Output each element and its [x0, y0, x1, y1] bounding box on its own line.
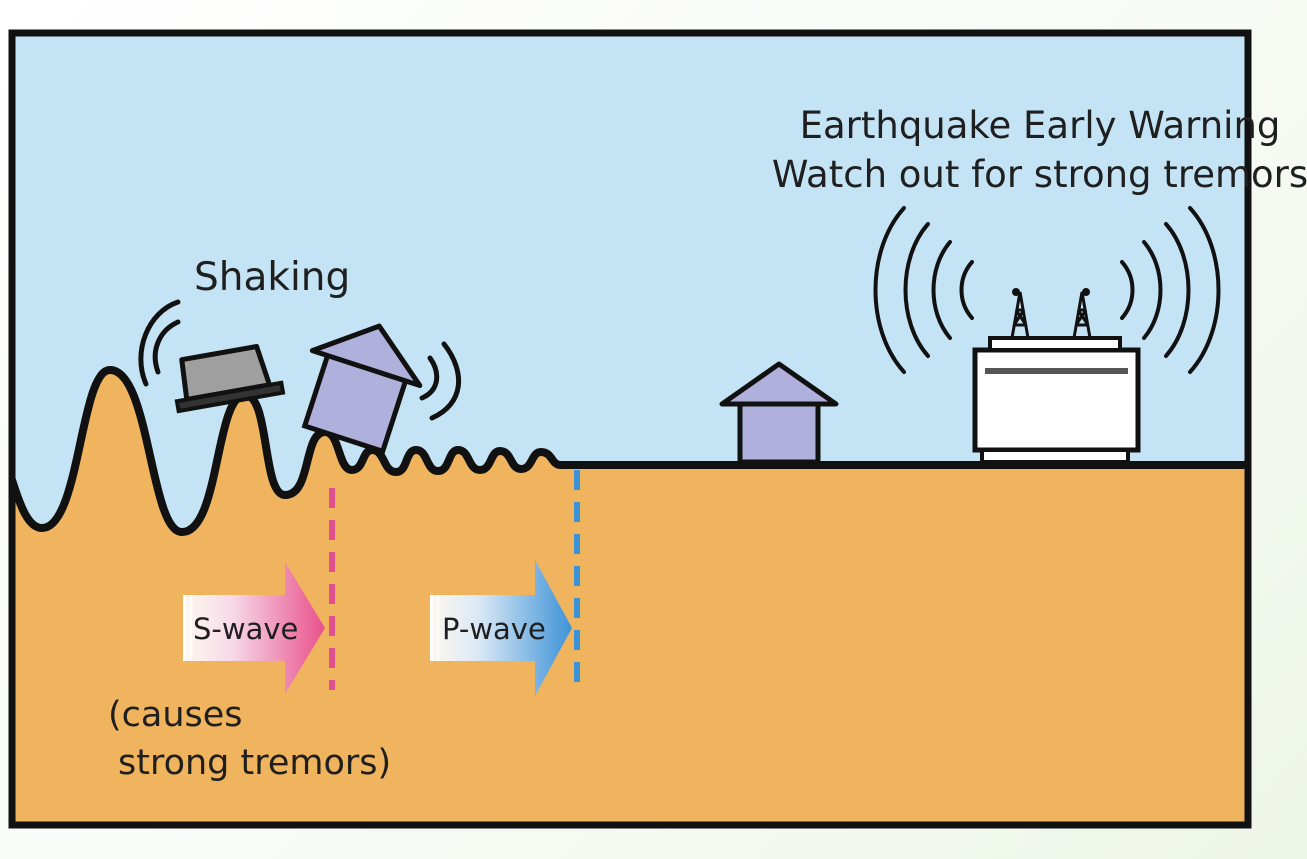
ground-area — [12, 370, 1248, 825]
ground-surface-line — [12, 366, 1248, 536]
house-shake-icon — [419, 341, 462, 421]
calm-house-icon — [719, 361, 839, 465]
signal-waves-right-icon — [1120, 206, 1221, 374]
p-wave-label: P-wave — [442, 612, 546, 646]
laptop-shake-icon — [138, 299, 181, 387]
s-wave-arrow — [183, 562, 325, 694]
s-wave-label: S-wave — [193, 612, 298, 646]
warning-line-2: Watch out for strong tremors — [772, 153, 1307, 196]
p-wave-arrow — [430, 560, 572, 696]
s-wave-note-line-2: strong tremors) — [118, 743, 391, 783]
shaking-house-icon — [301, 323, 423, 455]
warning-line-1: Earthquake Early Warning — [800, 104, 1281, 147]
diagram-frame — [8, 29, 1252, 829]
signal-waves-left-icon — [873, 206, 974, 374]
broadcast-station-icon — [972, 288, 1141, 464]
s-wave-note-line-1: (causes — [108, 695, 243, 735]
laptop-icon — [174, 344, 286, 414]
shaking-label: Shaking — [194, 255, 350, 300]
